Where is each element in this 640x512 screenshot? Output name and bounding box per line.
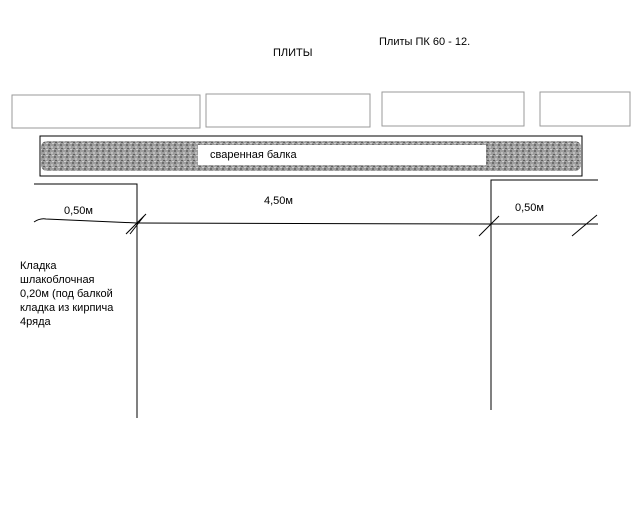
beam-outline — [39, 135, 583, 177]
left-wall-line — [34, 183, 138, 418]
right-wall-line — [490, 179, 598, 410]
slab-3 — [381, 91, 525, 127]
dim-tick-3 — [571, 214, 598, 237]
masonry-note: Кладка шлакоблочная 0,20м (под балкой кл… — [20, 260, 114, 328]
span-center-label: 4,50м — [264, 195, 293, 207]
dimension-line — [33, 213, 598, 237]
slab-1 — [11, 94, 201, 129]
slab-2 — [205, 93, 371, 128]
slabs-spec-label: Плиты ПК 60 - 12. — [379, 36, 471, 48]
welded-beam — [39, 135, 583, 177]
beam-label: сваренная балка — [210, 149, 297, 161]
span-left-label: 0,50м — [64, 205, 93, 217]
span-right-label: 0,50м — [515, 202, 544, 214]
slab-row — [11, 91, 631, 129]
dim-line-left — [33, 218, 138, 224]
dim-line-main — [136, 222, 492, 225]
slabs-title-label: ПЛИТЫ — [273, 47, 313, 59]
support-lines — [34, 179, 598, 418]
beam-label-bg — [198, 145, 486, 165]
slab-4 — [539, 91, 631, 127]
dim-tick-2 — [478, 215, 500, 237]
dim-tick-1b — [129, 215, 145, 235]
